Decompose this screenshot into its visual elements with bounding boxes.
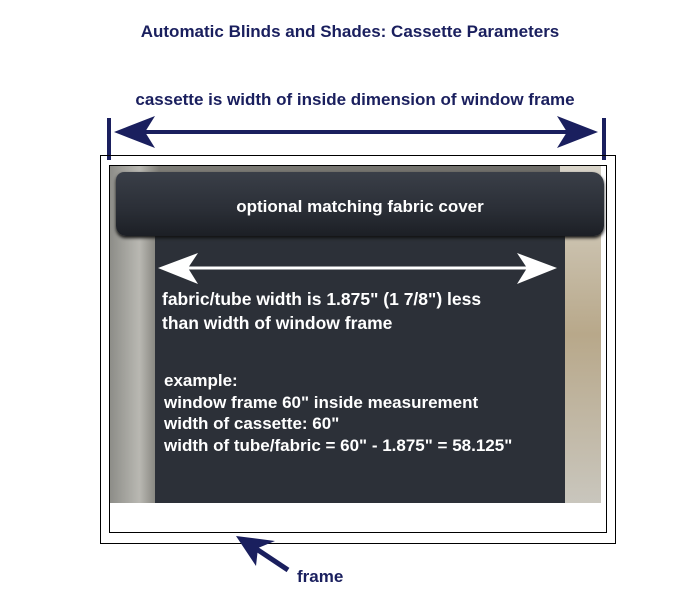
inner-frame xyxy=(109,165,607,533)
example-line: width of tube/fabric = 60" - 1.875" = 58… xyxy=(164,435,513,455)
cover-label: optional matching fabric cover xyxy=(236,197,484,216)
outer-frame xyxy=(100,155,616,544)
page-title: Automatic Blinds and Shades: Cassette Pa… xyxy=(140,22,560,41)
example-note: example: window frame 60" inside measure… xyxy=(164,370,512,456)
fabric-note-line: fabric/tube width is 1.875" (1 7/8") les… xyxy=(162,289,482,309)
example-line: window frame 60" inside measurement xyxy=(164,392,479,412)
fabric-width-note: fabric/tube width is 1.875" (1 7/8") les… xyxy=(162,287,481,335)
example-line: width of cassette: 60" xyxy=(164,414,340,433)
cassette-width-label: cassette is width of inside dimension of… xyxy=(135,90,575,109)
example-line: example: xyxy=(164,371,238,390)
shade-fabric xyxy=(155,230,565,503)
frame-label: frame xyxy=(297,567,344,586)
fabric-note-line: than width of window frame xyxy=(162,313,393,333)
cassette-cover xyxy=(116,172,604,236)
